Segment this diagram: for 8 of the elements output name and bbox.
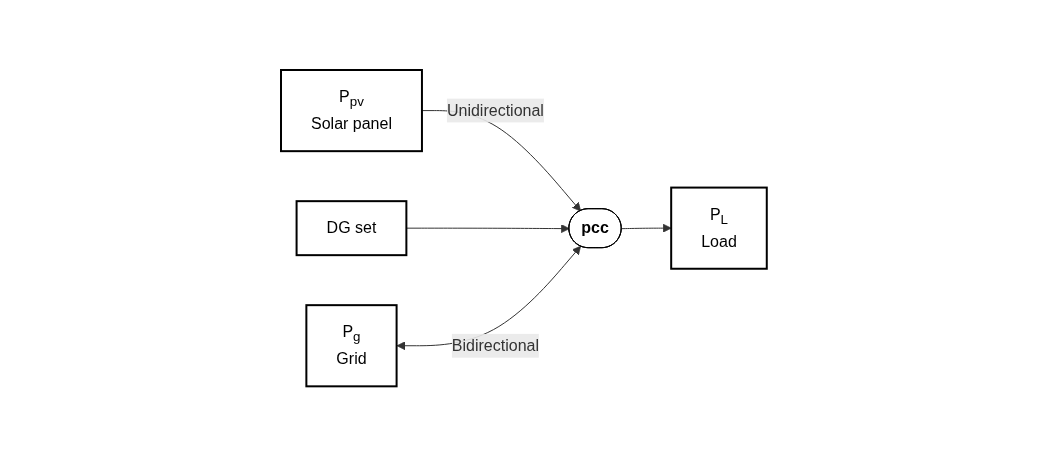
edge-label: Unidirectional — [447, 101, 544, 119]
node-box: P$_{L}$ Load — [670, 186, 768, 270]
arrow — [406, 224, 570, 233]
arrow — [621, 223, 672, 233]
node-box: P$_{g}$ Grid — [305, 304, 398, 388]
edge-label: Bidirectional — [451, 336, 540, 354]
node-box: DG set — [295, 200, 408, 256]
node-box: P$_{pv}$ Solar panel — [280, 68, 424, 152]
